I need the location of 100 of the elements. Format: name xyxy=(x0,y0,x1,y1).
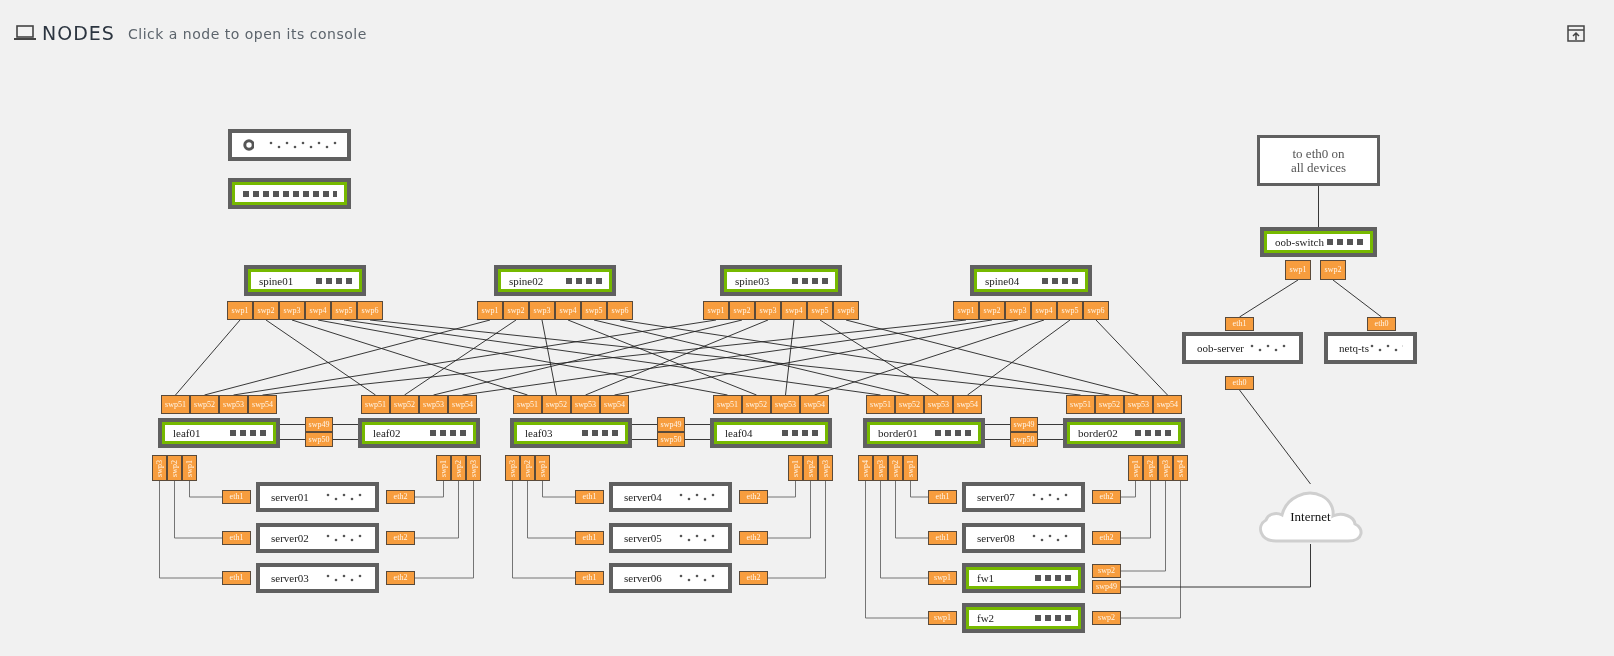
port-tag: swp52 xyxy=(1095,395,1124,414)
port-tag: swp1 xyxy=(953,301,979,320)
device-name: border02 xyxy=(1078,427,1118,439)
port-tag: eth2 xyxy=(386,531,415,545)
cable-line xyxy=(895,480,929,539)
port-tag: swp6 xyxy=(607,301,633,320)
server-node xyxy=(1324,332,1417,364)
port-tag: swp3 xyxy=(873,455,888,481)
port-tag: swp5 xyxy=(581,301,607,320)
port-tag: swp2 xyxy=(1320,260,1346,280)
port-tag: swp1 xyxy=(788,455,803,481)
cable-line xyxy=(1120,543,1311,588)
device-name: server01 xyxy=(271,491,309,503)
port-tag: swp2 xyxy=(451,455,466,481)
cable-line xyxy=(174,480,223,539)
device-name: spine01 xyxy=(259,274,294,287)
cable-line xyxy=(767,480,826,579)
cable-line xyxy=(279,439,306,440)
switch-node xyxy=(863,418,985,448)
cable-line xyxy=(845,319,1139,396)
port-tag: swp3 xyxy=(279,301,305,320)
port-tag: swp51 xyxy=(161,395,190,414)
cable-line xyxy=(593,319,910,396)
port-tag: swp3 xyxy=(1005,301,1031,320)
server-node xyxy=(609,523,732,553)
port-tag: eth2 xyxy=(386,571,415,585)
cable-line xyxy=(967,319,1071,396)
port-tag: eth2 xyxy=(739,571,768,585)
port-tag: swp1 xyxy=(928,571,957,585)
device-name: spine03 xyxy=(735,274,770,287)
cable-line xyxy=(332,424,359,425)
switch-node xyxy=(510,418,632,448)
port-tag: swp51 xyxy=(713,395,742,414)
port-tag: eth1 xyxy=(575,571,604,585)
port-tag: swp50 xyxy=(1010,432,1038,447)
port-tag: swp4 xyxy=(555,301,581,320)
port-tag: swp50 xyxy=(305,432,333,447)
port-tag: swp53 xyxy=(571,395,600,414)
port-tag: swp3 xyxy=(1158,455,1173,481)
port-tag: swp52 xyxy=(542,395,571,414)
port-tag: swp1 xyxy=(182,455,197,481)
port-tag: swp3 xyxy=(505,455,520,481)
cable-line xyxy=(910,480,929,498)
cable-line xyxy=(631,439,658,440)
port-tag: swp4 xyxy=(781,301,807,320)
port-tag: swp51 xyxy=(866,395,895,414)
port-tag: swp1 xyxy=(436,455,451,481)
port-tag: swp52 xyxy=(190,395,219,414)
switch-node xyxy=(720,265,842,296)
port-tag: swp52 xyxy=(742,395,771,414)
port-tag: swp4 xyxy=(305,301,331,320)
page-title: NODES xyxy=(42,22,115,44)
cable-line xyxy=(189,480,223,498)
cloud-label: Internet xyxy=(1290,509,1331,525)
server-node xyxy=(256,482,379,512)
port-tag: swp1 xyxy=(928,611,957,625)
port-tag: swp51 xyxy=(513,395,542,414)
port-tag: swp54 xyxy=(248,395,277,414)
cable-line xyxy=(684,424,711,425)
device-name: fw2 xyxy=(977,612,995,624)
switch-node xyxy=(970,265,1092,296)
server-node xyxy=(256,563,379,593)
port-tag: swp2 xyxy=(503,301,529,320)
port-tag: eth1 xyxy=(222,490,251,504)
cable-line xyxy=(1332,279,1382,318)
port-tag: swp49 xyxy=(1010,417,1038,432)
port-tag: swp1 xyxy=(535,455,550,481)
port-tag: swp49 xyxy=(657,417,685,432)
legend-sample xyxy=(228,129,351,161)
port-tag: swp5 xyxy=(331,301,357,320)
port-tag: eth2 xyxy=(386,490,415,504)
port-tag: swp52 xyxy=(895,395,924,414)
port-tag: swp51 xyxy=(361,395,390,414)
port-tag: swp4 xyxy=(858,455,873,481)
server-node xyxy=(962,523,1085,553)
port-tag: swp53 xyxy=(1124,395,1153,414)
cable-line xyxy=(767,480,796,498)
port-tag: swp3 xyxy=(152,455,167,481)
cable-line xyxy=(819,319,939,396)
port-tag: swp3 xyxy=(466,455,481,481)
server-node xyxy=(256,523,379,553)
device-name: leaf02 xyxy=(373,427,401,439)
port-tag: swp5 xyxy=(1057,301,1083,320)
legend-sample xyxy=(228,178,351,209)
note-box: to eth0 on all devices xyxy=(1257,135,1380,186)
port-tag: eth1 xyxy=(222,571,251,585)
port-tag: eth1 xyxy=(575,490,604,504)
device-name: border01 xyxy=(878,427,918,439)
port-tag: eth2 xyxy=(739,531,768,545)
port-tag: swp2 xyxy=(167,455,182,481)
port-tag: swp53 xyxy=(419,395,448,414)
port-tag: swp2 xyxy=(1092,564,1121,578)
device-name: spine02 xyxy=(509,274,544,287)
cable-line xyxy=(1120,480,1136,498)
port-tag: swp53 xyxy=(771,395,800,414)
device-name: leaf01 xyxy=(173,427,201,439)
cable-line xyxy=(1318,185,1319,228)
port-tag: swp4 xyxy=(1031,301,1057,320)
device-name: server07 xyxy=(977,491,1015,503)
port-tag: eth0 xyxy=(1225,376,1254,390)
